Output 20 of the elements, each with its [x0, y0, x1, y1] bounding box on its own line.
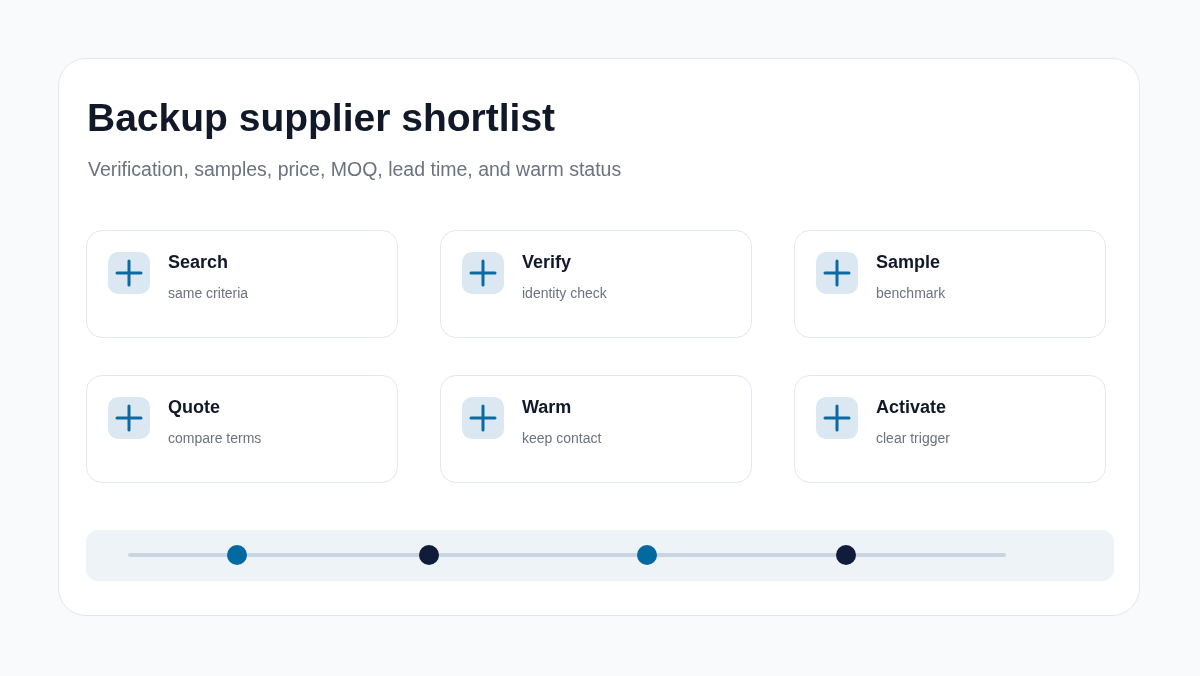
diagram-title: Backup supplier shortlist — [87, 95, 556, 141]
step-card — [86, 375, 398, 483]
step-description: same criteria — [168, 285, 249, 302]
step-description: clear trigger — [876, 430, 950, 447]
step-description: identity check — [522, 285, 607, 302]
subtitle: Verification, samples, price, MOQ, lead time, and warm status — [88, 157, 622, 181]
step-title: Warm — [522, 396, 572, 418]
step-title: Sample — [876, 251, 941, 273]
step-card — [440, 375, 752, 483]
step-title: Search — [168, 251, 229, 273]
step-description: compare terms — [168, 430, 262, 447]
step-card — [794, 375, 1106, 483]
step-card — [794, 230, 1106, 338]
step-title: Activate — [876, 396, 947, 418]
step-description: keep contact — [522, 430, 602, 447]
step-description: benchmark — [876, 285, 946, 302]
step-title: Quote — [168, 396, 220, 418]
step-card — [86, 230, 398, 338]
step-title: Verify — [522, 251, 572, 273]
step-card — [440, 230, 752, 338]
